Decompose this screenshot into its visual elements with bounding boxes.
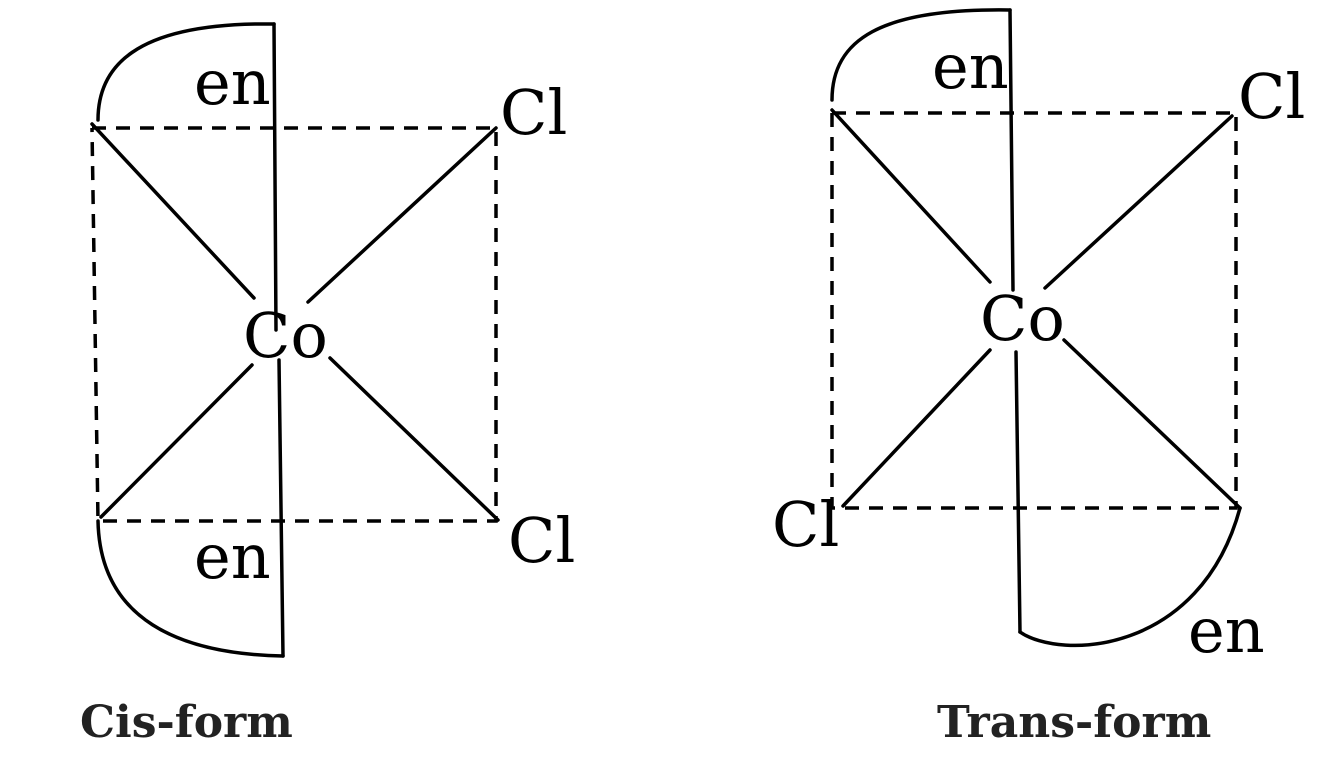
cis-bond-top-left: [90, 122, 256, 300]
trans-axial-bond: [1008, 8, 1022, 634]
trans-bond-top-left: [830, 108, 992, 284]
cis-axial-bond: [272, 22, 285, 658]
cis-caption: Cis-form: [80, 697, 293, 748]
trans-center-atom: Co: [980, 282, 1065, 355]
cis-label-en-bottom: en: [194, 520, 271, 593]
cis-bond-bottom-right: [328, 356, 500, 522]
trans-plane-outline: [830, 111, 1238, 510]
cis-en-arc-top: [96, 22, 276, 122]
trans-label-cl-top: Cl: [1238, 60, 1305, 133]
cis-bond-top-right: [306, 126, 498, 304]
trans-label-en-bottom: en: [1188, 594, 1265, 667]
trans-bond-top-right: [1043, 114, 1234, 290]
cis-label-en-top: en: [194, 46, 271, 119]
trans-label-cl-bottom: Cl: [772, 488, 839, 561]
trans-structure: Co en Cl Cl en Trans-form: [772, 8, 1305, 748]
trans-caption: Trans-form: [937, 697, 1211, 748]
trans-bond-bottom-right: [1062, 338, 1242, 510]
trans-bond-bottom-left: [841, 348, 992, 508]
cis-structure: Co en en Cl Cl Cis-form: [80, 22, 575, 748]
cis-bond-bottom-left: [99, 363, 254, 519]
cis-en-arc-bottom: [96, 519, 285, 658]
cis-label-cl-top: Cl: [500, 76, 567, 149]
cis-plane-outline: [90, 126, 498, 523]
cis-label-cl-bottom: Cl: [508, 504, 575, 577]
trans-en-arc-top: [830, 8, 1012, 102]
trans-en-arc-bottom: [1018, 506, 1242, 648]
cis-center-atom: Co: [243, 299, 328, 372]
trans-label-en-top: en: [932, 30, 1009, 103]
